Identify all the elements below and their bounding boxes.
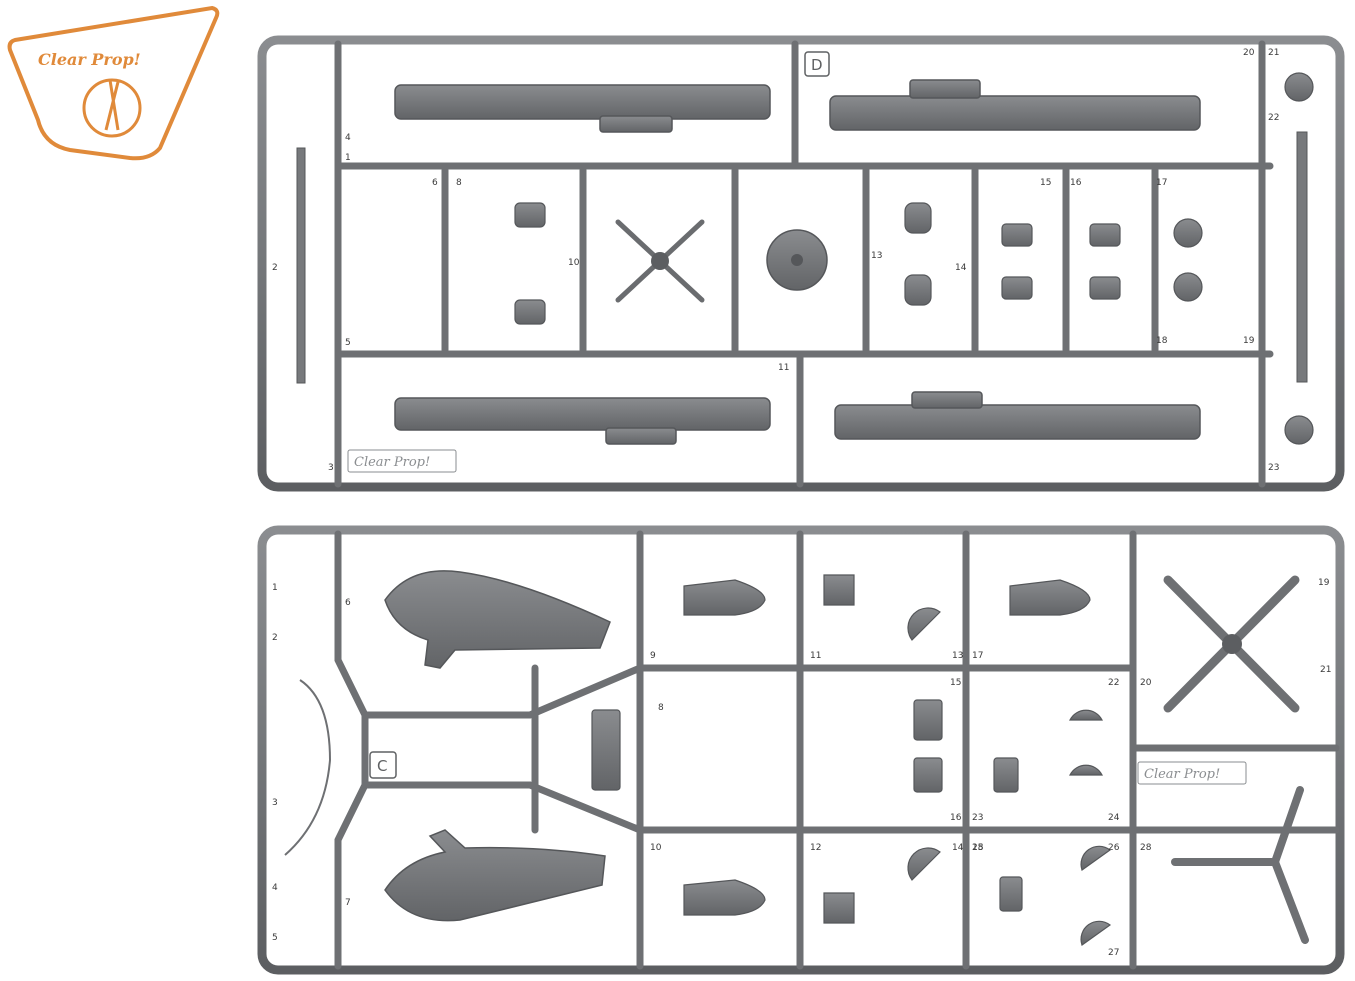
- svg-text:18: 18: [972, 843, 984, 853]
- svg-text:1: 1: [272, 583, 278, 593]
- svg-text:17: 17: [1156, 178, 1167, 188]
- svg-text:8: 8: [658, 703, 664, 713]
- svg-text:25: 25: [972, 843, 983, 853]
- sprue-c: C Clear Prop! 1 2 3 4 5 6 7 8 9 10 11 12…: [257, 525, 1345, 975]
- svg-text:23: 23: [1268, 463, 1279, 473]
- svg-text:11: 11: [778, 363, 789, 373]
- svg-text:14: 14: [955, 263, 967, 273]
- clear-prop-logo: Clear Prop!: [7, 5, 220, 161]
- svg-text:7: 7: [345, 898, 351, 908]
- svg-text:28: 28: [1140, 843, 1152, 853]
- svg-text:23: 23: [972, 813, 983, 823]
- sprue-c-stamp: Clear Prop!: [1144, 767, 1220, 782]
- sprue-d: D Clear Prop! 1 2 3 4 5 6 8 10 11 13 14 …: [257, 35, 1345, 492]
- svg-text:22: 22: [1108, 678, 1119, 688]
- svg-text:3: 3: [328, 463, 334, 473]
- svg-text:1: 1: [345, 153, 351, 163]
- svg-text:2: 2: [272, 633, 278, 643]
- sprue-c-letter: C: [377, 757, 387, 775]
- svg-text:20: 20: [1243, 48, 1255, 58]
- svg-text:22: 22: [1268, 113, 1279, 123]
- svg-text:5: 5: [345, 338, 351, 348]
- svg-text:17: 17: [972, 651, 983, 661]
- svg-text:12: 12: [810, 843, 821, 853]
- svg-text:2: 2: [272, 263, 278, 273]
- svg-text:8: 8: [456, 178, 462, 188]
- svg-text:9: 9: [650, 651, 656, 661]
- svg-text:10: 10: [650, 843, 662, 853]
- svg-text:20: 20: [1140, 678, 1152, 688]
- sprue-d-letter: D: [811, 56, 823, 74]
- svg-text:16: 16: [1070, 178, 1082, 188]
- svg-text:19: 19: [1318, 578, 1330, 588]
- svg-text:15: 15: [950, 678, 961, 688]
- svg-text:4: 4: [345, 133, 351, 143]
- brand-name: Clear Prop!: [38, 50, 141, 69]
- svg-text:3: 3: [272, 798, 278, 808]
- sprue-c-part-numbers: 1 2 3 4 5 6 7 8 9 10 11 12 13 14 15 16 1…: [272, 578, 1331, 958]
- sprue-d-part-numbers: 1 2 3 4 5 6 8 10 11 13 14 15 16 17 18 19…: [272, 48, 1279, 473]
- svg-text:13: 13: [952, 651, 963, 661]
- svg-text:16: 16: [950, 813, 962, 823]
- svg-text:21: 21: [1268, 48, 1279, 58]
- svg-text:24: 24: [1108, 813, 1120, 823]
- svg-text:27: 27: [1108, 948, 1119, 958]
- svg-text:14: 14: [952, 843, 964, 853]
- sprue-d-stamp: Clear Prop!: [354, 455, 430, 470]
- svg-text:13: 13: [871, 251, 882, 261]
- svg-text:5: 5: [272, 933, 278, 943]
- svg-text:11: 11: [810, 651, 821, 661]
- svg-text:10: 10: [568, 258, 580, 268]
- svg-text:15: 15: [1040, 178, 1051, 188]
- svg-text:21: 21: [1320, 665, 1331, 675]
- svg-text:4: 4: [272, 883, 278, 893]
- svg-text:18: 18: [1156, 336, 1168, 346]
- svg-text:6: 6: [432, 178, 438, 188]
- svg-text:19: 19: [1243, 336, 1255, 346]
- svg-text:6: 6: [345, 598, 351, 608]
- svg-text:26: 26: [1108, 843, 1120, 853]
